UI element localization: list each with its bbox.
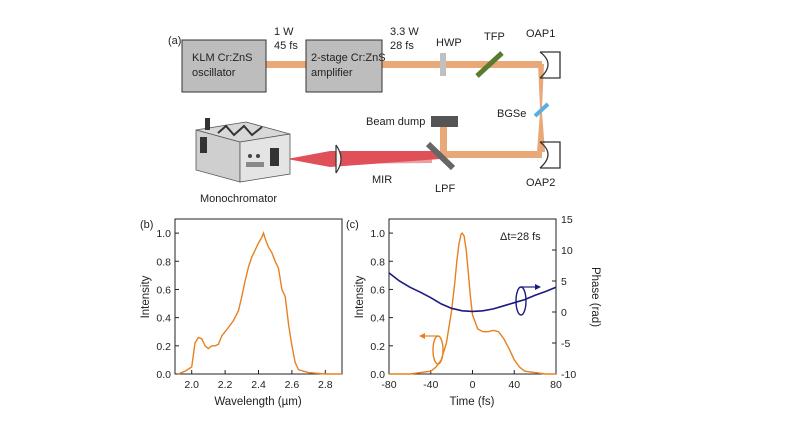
mir-label: MIR <box>372 174 392 186</box>
panel-label-b: (b) <box>140 219 153 231</box>
pulse-y2-tick-label: 15 <box>561 214 573 226</box>
panel-label-a: (a) <box>168 35 181 47</box>
beam-dump <box>431 116 458 127</box>
tfp-label: TFP <box>484 31 505 43</box>
oscillator-box <box>181 39 267 93</box>
spectrum-x-tick-label: 2.6 <box>285 379 300 391</box>
pulse-ticks: -80 -40 0 40 80 0.0 0.2 0.4 0.6 0.8 1.0 -10 -5 0 5 10 15 <box>370 214 576 391</box>
monochromator-device <box>195 118 291 183</box>
pulse-x-tick-label: 80 <box>550 379 562 391</box>
beam1-duration: 45 fs <box>274 40 298 52</box>
pulse-x-tick-label: 0 <box>470 379 476 391</box>
amplifier-label-1: 2-stage Cr:ZnS <box>311 52 386 64</box>
beam2-duration: 28 fs <box>390 40 414 52</box>
focusing-lens <box>335 144 342 174</box>
bgse-crystal <box>533 102 550 118</box>
pulse-duration-annotation: Δt=28 fs <box>500 231 541 243</box>
pulse-x-tick-label: -80 <box>381 379 396 391</box>
pulse-y-tick-label: 0.0 <box>370 369 385 381</box>
phase-curve <box>388 272 557 313</box>
beam2-power: 3.3 W <box>390 26 419 38</box>
oap1-mirror <box>539 51 561 79</box>
pulse-y2-tick-label: -5 <box>561 338 570 350</box>
spectrum-x-tick-label: 2.0 <box>184 379 199 391</box>
spectrum-x-tick-label: 2.4 <box>251 379 266 391</box>
spectrum-y-tick-label: 0.8 <box>156 256 171 268</box>
beam-mir-core <box>287 154 432 164</box>
pulse-y2-tick-label: -10 <box>561 369 576 381</box>
intensity-axis-indicator <box>419 333 444 365</box>
pulse-chart: (c) -80 -40 0 40 80 0.0 0.2 0.4 0.6 0.8 1.0 -10 -5 0 5… <box>346 214 601 408</box>
pulse-x-tick-label: 40 <box>508 379 520 391</box>
pulse-y-tick-label: 0.8 <box>370 256 385 268</box>
spectrum-chart: (b) 2.0 2.2 2.4 2.6 2.8 0.0 0.2 0.4 0.6 0.8 1.0 Wa… <box>140 218 343 408</box>
beam-dump-label: Beam dump <box>366 116 425 128</box>
spectrum-x-tick-label: 2.2 <box>218 379 233 391</box>
pulse-y2label: Phase (rad) <box>589 267 601 327</box>
spectrum-y-tick-label: 0.0 <box>156 369 171 381</box>
oap2-label: OAP2 <box>526 177 555 189</box>
oscillator-label-2: oscillator <box>192 67 236 79</box>
pulse-ylabel: Intensity <box>354 275 366 318</box>
pulse-y-tick-label: 0.6 <box>370 284 385 296</box>
oap1-label: OAP1 <box>526 28 555 40</box>
spectrum-xlabel: Wavelength (µm) <box>214 396 302 408</box>
spectrum-y-tick-label: 1.0 <box>156 228 171 240</box>
beam-amp-to-oap1 <box>382 61 542 68</box>
beam-osc-to-amp <box>266 61 306 68</box>
pulse-xlabel: Time (fs) <box>450 396 495 408</box>
pulse-y-tick-label: 0.2 <box>370 341 385 353</box>
spectrum-y-tick-label: 0.4 <box>156 313 171 325</box>
monochromator-label: Monochromator <box>200 193 277 205</box>
beam1-power: 1 W <box>274 26 294 38</box>
spectrum-y-tick-label: 0.2 <box>156 341 171 353</box>
beam-lpf-to-dump <box>440 124 447 154</box>
amplifier-box <box>305 39 383 93</box>
hwp-label: HWP <box>436 37 462 49</box>
thin-film-polarizer <box>475 51 504 78</box>
oap2-mirror <box>539 141 561 169</box>
lpf-label: LPF <box>435 183 455 195</box>
beam-oap2-to-lpf <box>440 151 542 158</box>
half-wave-plate <box>440 53 446 76</box>
bgse-label: BGSe <box>497 108 526 120</box>
pulse-y-tick-label: 1.0 <box>370 228 385 240</box>
intensity-curve <box>389 231 556 375</box>
oscillator-label-1: KLM Cr:ZnS <box>192 52 253 64</box>
pulse-y2-tick-label: 5 <box>561 276 567 288</box>
panel-label-c: (c) <box>346 219 359 231</box>
pulse-y2-tick-label: 10 <box>561 245 573 257</box>
beam-oap1-to-crystal <box>538 64 544 108</box>
schematic-panel: (a) KLM Cr:ZnS oscillator 2-stage Cr:ZnS… <box>168 26 561 205</box>
spectrum-ticks: 2.0 2.2 2.4 2.6 2.8 0.0 0.2 0.4 0.6 0.8 1.0 <box>156 228 332 391</box>
pulse-y-tick-label: 0.4 <box>370 313 385 325</box>
pulse-y2-tick-label: 0 <box>561 307 567 319</box>
pulse-x-tick-label: -40 <box>423 379 438 391</box>
spectrum-ylabel: Intensity <box>140 275 152 318</box>
long-pass-filter <box>425 141 456 171</box>
amplifier-label-2: amplifier <box>311 67 353 79</box>
spectrum-x-tick-label: 2.8 <box>318 379 333 391</box>
spectrum-curve <box>178 231 342 375</box>
phase-axis-indicator <box>515 284 541 316</box>
spectrum-y-tick-label: 0.6 <box>156 284 171 296</box>
